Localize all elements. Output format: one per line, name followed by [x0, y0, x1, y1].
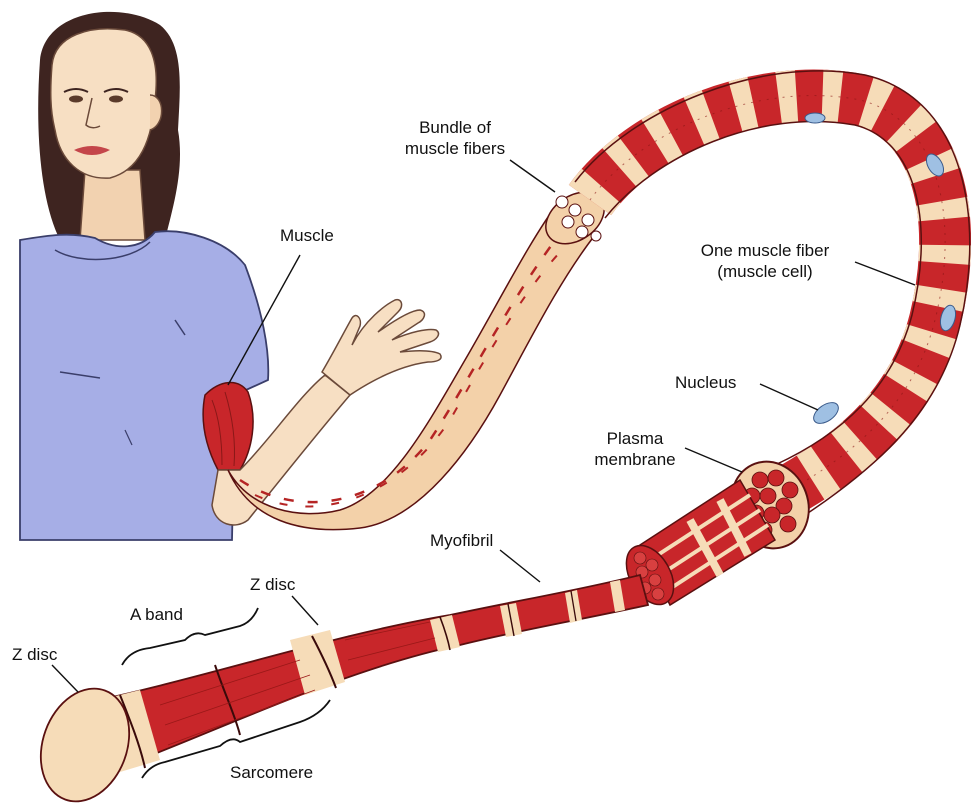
woman-figure — [20, 12, 441, 540]
label-bundle-line1: Bundle of — [395, 117, 515, 138]
label-plasma-line1: Plasma — [590, 428, 680, 449]
label-bundle: Bundle of muscle fibers — [395, 117, 515, 159]
label-nucleus: Nucleus — [675, 372, 736, 393]
label-myofibril: Myofibril — [430, 530, 493, 551]
label-plasma-line2: membrane — [590, 449, 680, 470]
label-bundle-line2: muscle fibers — [395, 138, 515, 159]
label-one-fiber: One muscle fiber (muscle cell) — [665, 240, 865, 282]
nucleus-blob — [805, 113, 825, 123]
label-plasma-membrane: Plasma membrane — [590, 428, 680, 470]
myofibril — [26, 575, 648, 812]
neck — [80, 170, 145, 240]
hand — [322, 300, 441, 395]
label-one-fiber-line1: One muscle fiber — [665, 240, 865, 261]
label-one-fiber-line2: (muscle cell) — [665, 261, 865, 282]
face — [51, 29, 156, 178]
label-a-band: A band — [130, 604, 183, 625]
label-z-disc-left: Z disc — [12, 644, 57, 665]
label-muscle: Muscle — [280, 225, 334, 246]
label-sarcomere: Sarcomere — [230, 762, 313, 783]
nucleus-blob — [810, 398, 842, 427]
label-z-disc-top: Z disc — [250, 574, 295, 595]
